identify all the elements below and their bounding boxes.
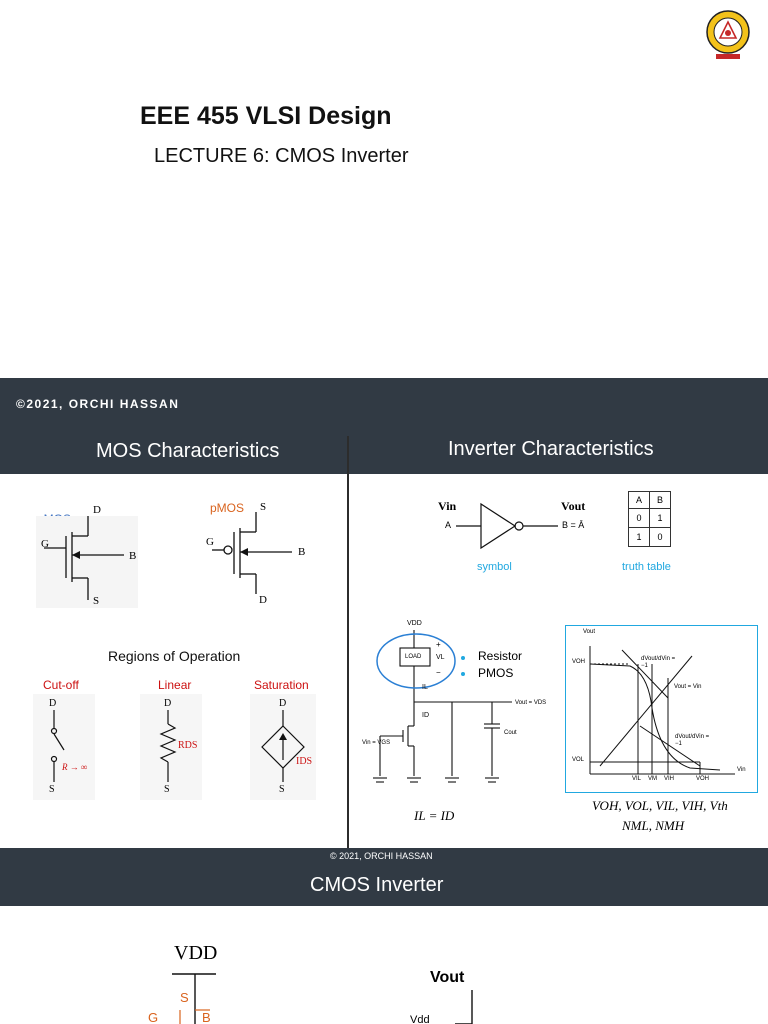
- load-vdd-label: VDD: [407, 620, 422, 627]
- pmos-s-label: S: [260, 501, 267, 513]
- characteristics-slide: ©2021, ORCHI HASSAN MOS Characteristics …: [0, 378, 768, 848]
- university-logo: [704, 8, 752, 60]
- regions-heading: Regions of Operation: [108, 648, 241, 664]
- cmos-vdd-label: VDD: [174, 942, 218, 964]
- vtc-slope2-label: dVout/dVin = −1: [675, 734, 710, 747]
- cmos-inverter-heading: CMOS Inverter: [310, 874, 444, 896]
- cmos-vdd-axis-label: Vdd: [410, 1014, 430, 1024]
- cutoff-r-label: R → ∞: [62, 762, 88, 772]
- linear-box: [140, 694, 202, 800]
- pmos-label: pMOS: [210, 501, 245, 515]
- load-option-resistor: Resistor: [478, 649, 523, 663]
- load-vl-label: VL: [436, 654, 445, 661]
- inverter-b-label: B = Ā: [562, 520, 585, 530]
- load-option-pmos: PMOS: [478, 666, 514, 680]
- pmos-b-label: B: [298, 546, 306, 558]
- vtc-plot: [589, 646, 735, 775]
- truth-table: A B 0 1 1 0: [628, 491, 671, 547]
- cmos-inverter-slide: © 2021, ORCHI HASSAN CMOS Inverter VDD S…: [0, 848, 768, 1024]
- truth-table-cell: 0: [649, 527, 671, 547]
- cmos-s-label: S: [180, 990, 189, 1005]
- pmos-d-label: D: [259, 594, 267, 606]
- cutoff-s-label: S: [49, 784, 55, 795]
- saturation-d-label: D: [279, 698, 287, 709]
- nmos-symbol: [44, 516, 124, 600]
- inverter-vout-label: Vout: [561, 499, 586, 513]
- inverter-symbol: [456, 502, 558, 550]
- header-band: [0, 378, 768, 474]
- noise-margin-equation: NML, NMH: [622, 818, 685, 833]
- nmos-g-label: G: [41, 538, 49, 550]
- vtc-vil-label: VIL: [632, 776, 642, 782]
- vtc-slope1-label: dVout/dVin = −1: [641, 656, 676, 669]
- nmos-box: [36, 516, 138, 608]
- nmos-s-label: S: [93, 595, 100, 607]
- region-linear-label: Linear: [158, 678, 192, 692]
- cutoff-box: [33, 694, 95, 800]
- region-symbols: [50, 710, 305, 782]
- lecture-title: LECTURE 6: CMOS Inverter: [154, 145, 409, 167]
- saturation-ids-label: IDS: [296, 756, 313, 767]
- vtc-voh-x-label: VOH: [696, 776, 710, 782]
- truth-table-cell: 1: [649, 508, 671, 528]
- mos-characteristics-heading: MOS Characteristics: [96, 440, 280, 462]
- vtc-frame: [565, 625, 758, 793]
- load-cout-label: Cout: [504, 730, 517, 736]
- load-vin-label: Vin = VGS: [362, 740, 391, 746]
- vtc-voh-label: VOH: [572, 659, 586, 665]
- pmos-symbol: [212, 512, 292, 594]
- column-divider: [347, 436, 349, 848]
- cutoff-d-label: D: [49, 698, 57, 709]
- linear-rds-label: RDS: [178, 740, 198, 751]
- region-cutoff-label: Cut-off: [43, 678, 79, 692]
- vtc-vm-label: VM: [648, 776, 657, 782]
- linear-d-label: D: [164, 698, 172, 709]
- header-band: [0, 848, 768, 906]
- nmos-b-label: B: [129, 550, 137, 562]
- pmos-g-label: G: [206, 536, 214, 548]
- voltage-params-equation: VOH, VOL, VIL, VIH, Vth: [592, 798, 728, 813]
- region-saturation-label: Saturation: [254, 678, 309, 692]
- inverter-a-label: A: [445, 520, 452, 530]
- vtc-eq-label: Vout = Vin: [674, 684, 702, 690]
- load-circuit: [373, 630, 512, 783]
- title-slide: EEE 455 VLSI Design LECTURE 6: CMOS Inve…: [0, 0, 768, 378]
- load-vl-plus: +: [436, 640, 441, 649]
- load-vout-label: Vout = VDS: [515, 700, 547, 706]
- course-title: EEE 455 VLSI Design: [140, 102, 392, 130]
- truth-table-caption: truth table: [622, 561, 671, 573]
- vtc-x-label: Vin: [737, 767, 746, 773]
- load-id-label: ID: [422, 712, 429, 719]
- vtc-vih-label: VIH: [664, 776, 675, 782]
- linear-s-label: S: [164, 784, 170, 795]
- copyright-text: ©2021, ORCHI HASSAN: [16, 397, 180, 411]
- load-vl-minus: −: [436, 668, 441, 677]
- cmos-g-label: G: [148, 1010, 159, 1024]
- cmos-schematic: [172, 973, 473, 1024]
- load-box-label: LOAD: [405, 654, 422, 660]
- vtc-y-label: Vout: [583, 629, 596, 635]
- vtc-vol-label: VOL: [572, 757, 585, 763]
- inverter-vin-label: Vin: [438, 499, 457, 513]
- inverter-characteristics-heading: Inverter Characteristics: [448, 438, 654, 460]
- cmos-b-label: B: [202, 1010, 211, 1024]
- load-il-label: IL: [422, 684, 428, 691]
- cmos-vout-axis-label: Vout: [430, 969, 465, 986]
- nmos-d-label: D: [93, 504, 101, 516]
- saturation-s-label: S: [279, 784, 285, 795]
- copyright-text: © 2021, ORCHI HASSAN: [330, 851, 433, 861]
- symbol-caption: symbol: [477, 561, 512, 573]
- university-logo-seal: [706, 10, 750, 59]
- current-equation: IL = ID: [414, 808, 455, 823]
